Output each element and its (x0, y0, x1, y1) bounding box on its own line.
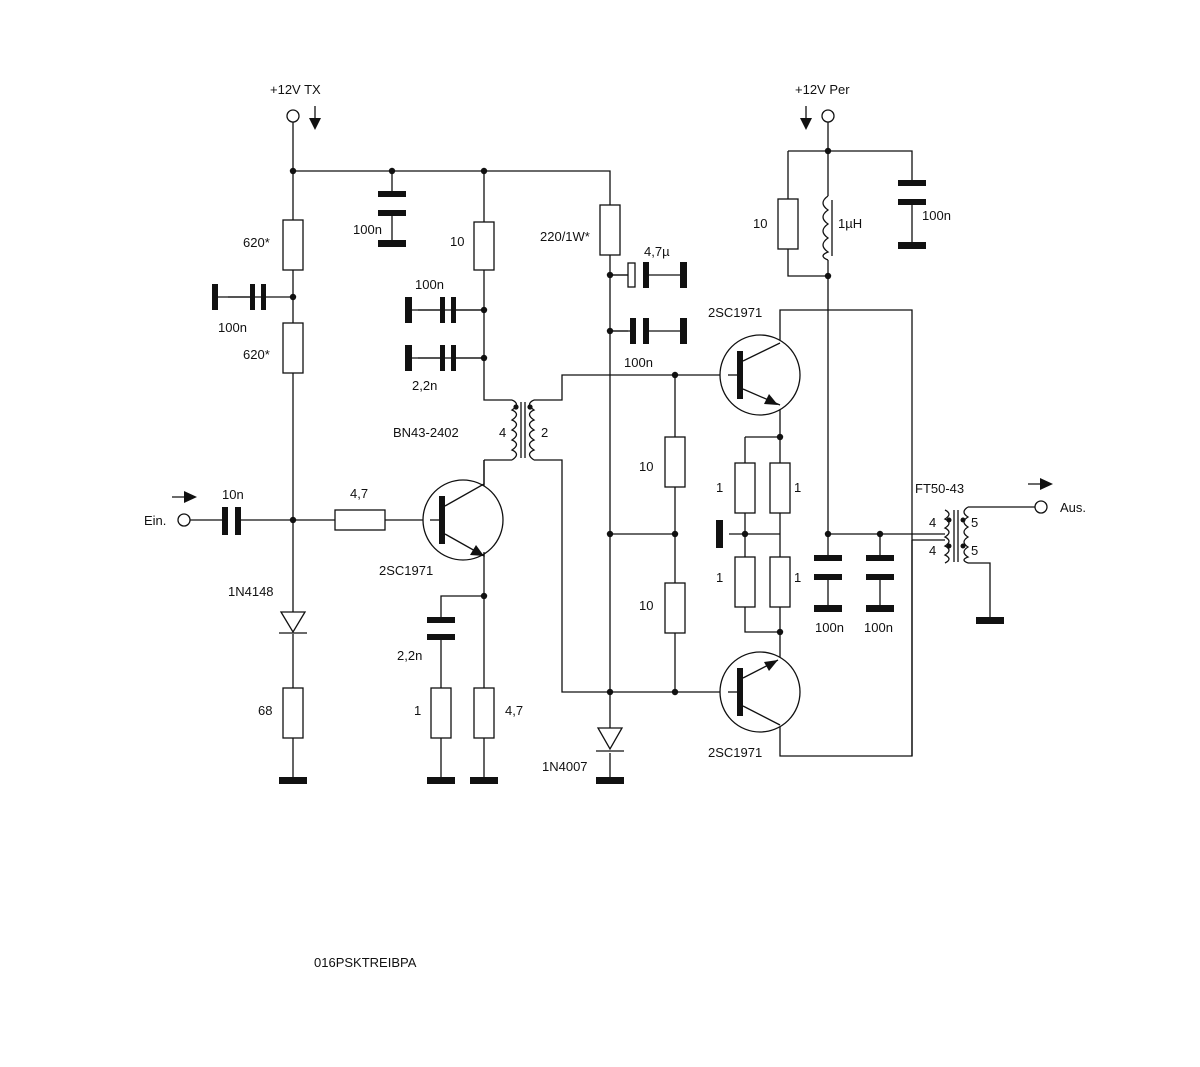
collector-resistor (473, 221, 495, 271)
driver-emitter-capacitor-value: 2,2n (397, 648, 422, 663)
filter-capacitor-value: 100n (922, 208, 951, 223)
filter-resistor (777, 198, 799, 250)
interstage-secondary-turns: 2 (541, 425, 548, 440)
emitter-resistor-3 (734, 556, 756, 608)
collector-capacitor-b-value: 2,2n (412, 378, 437, 393)
bias-resistor-upper (282, 219, 304, 271)
rail-capacitor-b-value: 100n (624, 355, 653, 370)
supply-terminal-per (800, 106, 835, 130)
output-terminal (1028, 478, 1053, 514)
rail-capacitor (378, 191, 406, 247)
input-capacitor-value: 10n (222, 487, 244, 502)
collector-resistor-value: 10 (450, 234, 464, 249)
filter-resistor-value: 10 (753, 216, 767, 231)
bias-capacitor-mid-value: 100n (218, 320, 247, 335)
ground-symbol (596, 777, 624, 784)
driver-emitter-resistor-1-value: 1 (414, 703, 421, 718)
output-secondary-turns-2: 5 (971, 543, 978, 558)
diode-1n4148 (279, 611, 307, 634)
supply-label-tx: +12V TX (270, 82, 321, 97)
bias-net-resistor-upper-value: 10 (639, 459, 653, 474)
push-pull-transistor-top (719, 334, 801, 416)
output-label: Aus. (1060, 500, 1086, 515)
electrolytic-capacitor (610, 262, 687, 288)
emitter-resistor-4 (769, 556, 791, 608)
emitter-resistor-4-value: 1 (794, 570, 801, 585)
driver-emitter-resistor-2-value: 4,7 (505, 703, 523, 718)
output-transformer (943, 506, 970, 564)
push-pull-transistor-top-label: 2SC1971 (708, 305, 762, 320)
ground-symbol (427, 777, 455, 784)
emitter-resistor-2 (769, 462, 791, 514)
emitter-resistor-1 (734, 462, 756, 514)
output-primary-turns-2: 4 (929, 543, 936, 558)
driver-emitter-capacitor (427, 617, 455, 640)
output-capacitor-2 (866, 555, 894, 612)
power-resistor (599, 204, 621, 256)
figure-caption: 016PSKTREIBPA (314, 955, 417, 970)
bias-net-resistor-lower (664, 582, 686, 634)
output-primary-turns-1: 4 (929, 515, 936, 530)
supply-label-per: +12V Per (795, 82, 850, 97)
output-capacitor-1-value: 100n (815, 620, 844, 635)
interstage-primary-turns: 4 (499, 425, 506, 440)
electrolytic-capacitor-value: 4,7µ (644, 244, 670, 259)
collector-capacitor-a (405, 297, 484, 323)
input-label: Ein. (144, 513, 166, 528)
output-capacitor-1 (814, 555, 842, 612)
input-terminal (172, 491, 197, 527)
bias-resistor-lower (282, 322, 304, 374)
filter-choke-value: 1µH (838, 216, 862, 231)
emitter-resistor-1-value: 1 (716, 480, 723, 495)
push-pull-transistor-bottom-label: 2SC1971 (708, 745, 762, 760)
bias-net-resistor-lower-value: 10 (639, 598, 653, 613)
bias-resistor-upper-value: 620* (243, 235, 270, 250)
diode-1n4007-label: 1N4007 (542, 759, 588, 774)
output-secondary-turns-1: 5 (971, 515, 978, 530)
input-capacitor (222, 507, 241, 535)
emitter-resistor-3-value: 1 (716, 570, 723, 585)
bias-resistor-bottom (282, 687, 304, 739)
bias-net-resistor-upper (664, 436, 686, 488)
power-resistor-value: 220/1W* (540, 229, 590, 244)
interstage-transformer (510, 399, 536, 461)
interstage-transformer-name: BN43-2402 (393, 425, 459, 440)
bias-capacitor-mid (212, 284, 266, 310)
driver-emitter-resistor-2 (473, 687, 495, 739)
diode-1n4148-label: 1N4148 (228, 584, 274, 599)
ground-symbol (470, 777, 498, 784)
output-transformer-name: FT50-43 (915, 481, 964, 496)
driver-emitter-resistor-1 (430, 687, 452, 739)
driver-transistor-label: 2SC1971 (379, 563, 433, 578)
bias-resistor-bottom-value: 68 (258, 703, 272, 718)
bias-resistor-lower-value: 620* (243, 347, 270, 362)
diode-1n4007 (596, 727, 624, 752)
filter-capacitor (898, 180, 926, 249)
driver-transistor (422, 460, 504, 561)
filter-choke (822, 195, 833, 261)
push-pull-transistor-bottom (719, 651, 801, 733)
ground-symbol (279, 777, 307, 784)
rail-capacitor-b (610, 318, 687, 344)
driver-base-resistor (334, 509, 386, 531)
ground-symbol (976, 617, 1004, 624)
collector-capacitor-b (405, 345, 484, 371)
ground-symbol (716, 520, 723, 548)
supply-terminal-tx (286, 106, 321, 130)
rail-capacitor-value: 100n (353, 222, 382, 237)
driver-base-resistor-value: 4,7 (350, 486, 368, 501)
emitter-resistor-2-value: 1 (794, 480, 801, 495)
output-capacitor-2-value: 100n (864, 620, 893, 635)
collector-capacitor-a-value: 100n (415, 277, 444, 292)
